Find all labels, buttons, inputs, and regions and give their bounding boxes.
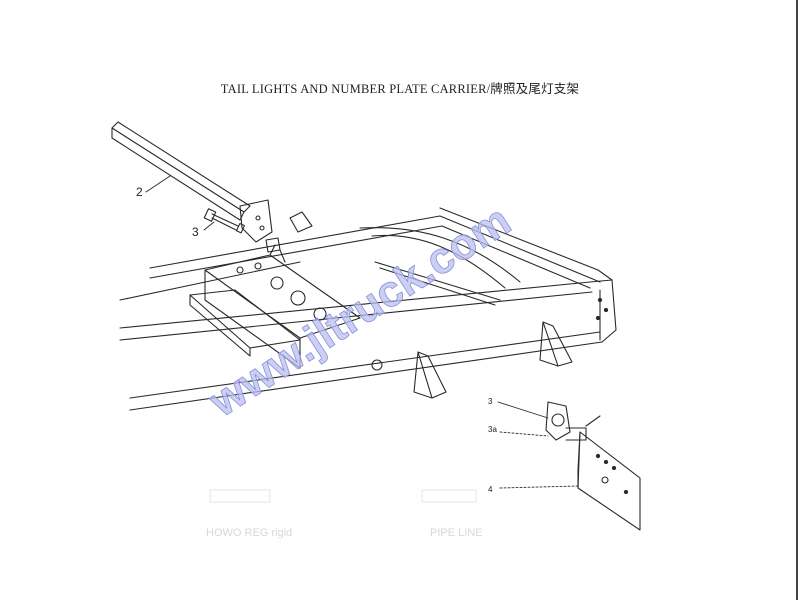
frame-side-rail-rear xyxy=(119,215,443,301)
callout-label: 4 xyxy=(488,485,493,494)
faint-label: PIPE LINE xyxy=(430,527,483,539)
gusset-right xyxy=(539,321,573,367)
callout-labels: 2 3 3 3a 4 xyxy=(136,185,497,494)
plate-hole xyxy=(270,276,284,290)
tail-light-arm xyxy=(111,121,273,243)
rear-cross-member xyxy=(439,207,617,343)
callout-label: 2 xyxy=(136,185,143,199)
faint-footer-labels: HOWO REG rigid PIPE LINE xyxy=(206,489,483,539)
bolt-part-3 xyxy=(203,208,245,234)
gusset-left xyxy=(413,351,447,399)
plate-hole xyxy=(290,290,306,306)
lower-bracket xyxy=(189,289,301,357)
callout-leaders xyxy=(145,175,579,489)
mount-bracket-upper xyxy=(265,211,313,263)
callout-label: 3 xyxy=(192,225,199,239)
faint-label: HOWO REG rigid xyxy=(206,527,292,539)
rail-hole xyxy=(371,359,383,371)
curved-inner-bracket xyxy=(359,227,521,306)
frame-side-rail-front xyxy=(119,281,603,411)
callout-label: 3 xyxy=(488,397,493,406)
diagram-title: TAIL LIGHTS AND NUMBER PLATE CARRIER/牌照及… xyxy=(220,82,580,96)
plate-hole xyxy=(313,307,327,321)
number-plate-carrier xyxy=(545,401,641,531)
callout-label: 3a xyxy=(488,425,497,434)
